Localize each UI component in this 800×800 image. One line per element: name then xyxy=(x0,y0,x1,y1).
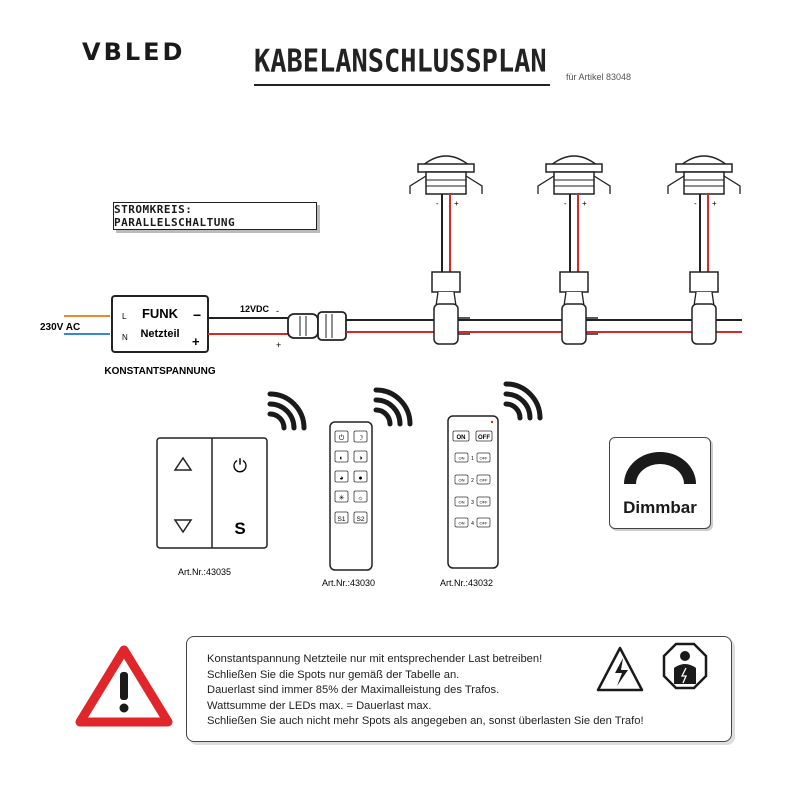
spot-2-plus: + xyxy=(582,199,587,208)
remote2-zone3-num: 3 xyxy=(471,500,474,506)
main-bus xyxy=(346,319,742,333)
wifi-signal-icon xyxy=(503,381,543,421)
terminal-n: N xyxy=(122,333,128,342)
electrician-only-icon xyxy=(662,642,708,690)
dimmer-arc-icon xyxy=(624,452,696,484)
remote2-zone2-off: OFF xyxy=(480,478,489,483)
remote2-on-all: ON xyxy=(457,435,466,441)
driver-name: FUNK xyxy=(142,306,179,321)
driver-box: FUNK Netzteil L N − + xyxy=(111,295,209,353)
driver-plus: + xyxy=(192,334,200,349)
brand-logo: VBLED xyxy=(82,38,186,66)
remote2-zone1-off: OFF xyxy=(480,456,489,461)
remote2-zone4-on: ON xyxy=(459,521,465,526)
remote1-btn-dim-up: ☼ xyxy=(357,495,363,502)
artnr-43032: Art.Nr.:43032 xyxy=(440,578,493,588)
remote2-zone4-off: OFF xyxy=(480,521,489,526)
article-reference: für Artikel 83048 xyxy=(566,72,632,82)
s-button-label: S xyxy=(234,519,245,538)
arrow-up-icon xyxy=(173,456,193,471)
remote-control-2: ON OFF ON 1 OFF ON 2 OFF ON 3 OFF ON 4 O… xyxy=(447,415,499,569)
warning-line: Dauerlast sind immer 85% der Maximalleis… xyxy=(207,684,500,697)
spot-3 xyxy=(667,155,741,345)
output-voltage-label: 12VDC xyxy=(240,304,270,314)
remote1-btn-50: ◑ xyxy=(358,455,362,462)
input-wires xyxy=(64,315,110,335)
remote1-btn-power: ⏻ xyxy=(339,434,345,442)
spot-1-plus: + xyxy=(454,199,459,208)
arrow-down-icon xyxy=(173,519,193,534)
warning-notice: Konstantspannung Netzteile nur mit entsp… xyxy=(186,636,732,742)
remote1-btn-75: ◕ xyxy=(339,475,343,482)
dc-connector xyxy=(287,311,347,341)
artnr-43035: Art.Nr.:43035 xyxy=(178,567,231,577)
page-title: KABELANSCHLUSSPLAN xyxy=(254,43,547,80)
remote2-zone3-off: OFF xyxy=(480,500,489,505)
spot-2 xyxy=(537,155,611,345)
warning-line: Konstantspannung Netzteile nur mit entsp… xyxy=(207,653,543,665)
wifi-signal-icon xyxy=(373,387,413,427)
driver-minus: − xyxy=(193,307,201,323)
warning-triangle-icon xyxy=(75,645,173,727)
remote2-zone4-num: 4 xyxy=(471,521,474,527)
remote1-btn-25: ◐ xyxy=(339,455,343,462)
wall-switch: ⏻ S xyxy=(156,437,268,549)
output-plus: + xyxy=(276,340,281,350)
dimmable-badge: Dimmbar xyxy=(609,437,711,529)
remote2-zone3-on: ON xyxy=(459,500,465,505)
warning-line: Schließen Sie die Spots nur gemäß der Ta… xyxy=(207,668,460,681)
remote2-zone2-on: ON xyxy=(459,478,465,483)
dimmable-label: Dimmbar xyxy=(623,498,697,517)
remote2-zone1-num: 1 xyxy=(471,456,474,462)
remote1-btn-s1: S1 xyxy=(338,516,346,523)
wifi-signal-icon xyxy=(267,391,307,431)
circuit-type-text: STROMKREIS: PARALLELSCHALTUNG xyxy=(114,203,236,229)
remote1-btn-night: ☽ xyxy=(357,434,363,442)
spot-2-minus: - xyxy=(564,199,567,208)
warning-line: Schließen Sie auch nicht mehr Spots als … xyxy=(207,715,644,728)
warning-line: Wattsumme der LEDs max. = Dauerlast max. xyxy=(207,699,432,712)
remote2-zone1-on: ON xyxy=(459,456,465,461)
input-voltage-label: 230V AC xyxy=(40,322,80,333)
remote1-btn-dim-down: ✳ xyxy=(339,494,345,502)
power-icon: ⏻ xyxy=(233,456,247,476)
remote2-off-all: OFF xyxy=(478,435,490,441)
output-wires xyxy=(208,317,290,335)
driver-caption: KONSTANTSPANNUNG xyxy=(104,366,216,377)
artnr-43030: Art.Nr.:43030 xyxy=(322,578,375,588)
output-minus: - xyxy=(276,306,279,316)
remote1-btn-100: ● xyxy=(358,475,362,482)
spot-3-minus: - xyxy=(694,199,697,208)
warning-text: Konstantspannung Netzteile nur mit entsp… xyxy=(207,652,644,730)
remote2-zone2-num: 2 xyxy=(471,478,474,484)
terminal-l: L xyxy=(122,312,127,321)
spot-1-minus: - xyxy=(436,199,439,208)
remote-control-1: ⏻ ☽ ◐ ◑ ◕ ● ✳ ☼ S1 S2 xyxy=(329,421,373,571)
spot-1 xyxy=(409,155,483,345)
driver-sub: Netzteil xyxy=(140,328,179,340)
circuit-type-label: STROMKREIS: PARALLELSCHALTUNG xyxy=(113,202,317,230)
high-voltage-icon xyxy=(596,646,644,692)
remote1-btn-s2: S2 xyxy=(357,516,365,523)
spot-3-plus: + xyxy=(712,199,717,208)
title-underline xyxy=(254,84,550,86)
